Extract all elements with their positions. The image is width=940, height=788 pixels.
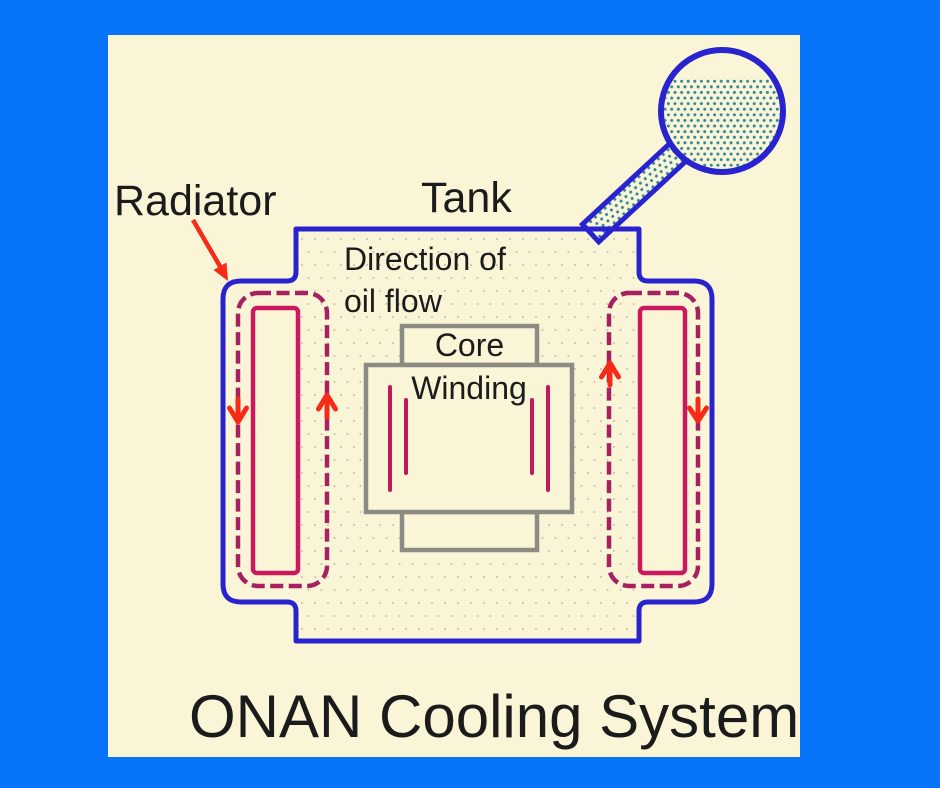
oil-loop-dashed-right [606,290,701,589]
oil-loop-dashed-left [235,290,330,589]
winding-box [363,362,575,515]
flow-arrow-up-right-inner-icon [599,360,621,388]
flow-arrow-down-left-outer-icon [227,396,249,425]
conservator-oil-level [664,77,780,169]
oil-flow-direction-line1: Direction of [344,241,506,277]
radiator-label: Radiator [114,177,277,225]
oil-loop-solid-right [637,305,688,576]
tank-label: Tank [421,174,512,222]
winding-conductors [388,385,550,492]
oil-flow-direction-line2: oil flow [344,283,442,319]
diagram-title: ONAN Cooling System [189,683,800,750]
tank-and-radiators-outline [220,226,715,644]
winding-label: Winding [411,370,527,406]
flow-arrow-down-right-outer-icon [687,396,709,424]
radiator-pointer-arrow-icon [191,218,228,281]
conservator-outline [658,47,786,175]
core-bottom-box [399,509,540,553]
core-label: Core [434,327,505,363]
flow-arrow-up-left-inner-icon [316,392,338,420]
oil-loop-solid-left [250,305,301,576]
oil-flow-direction-label: Direction of oil flow [344,238,506,322]
